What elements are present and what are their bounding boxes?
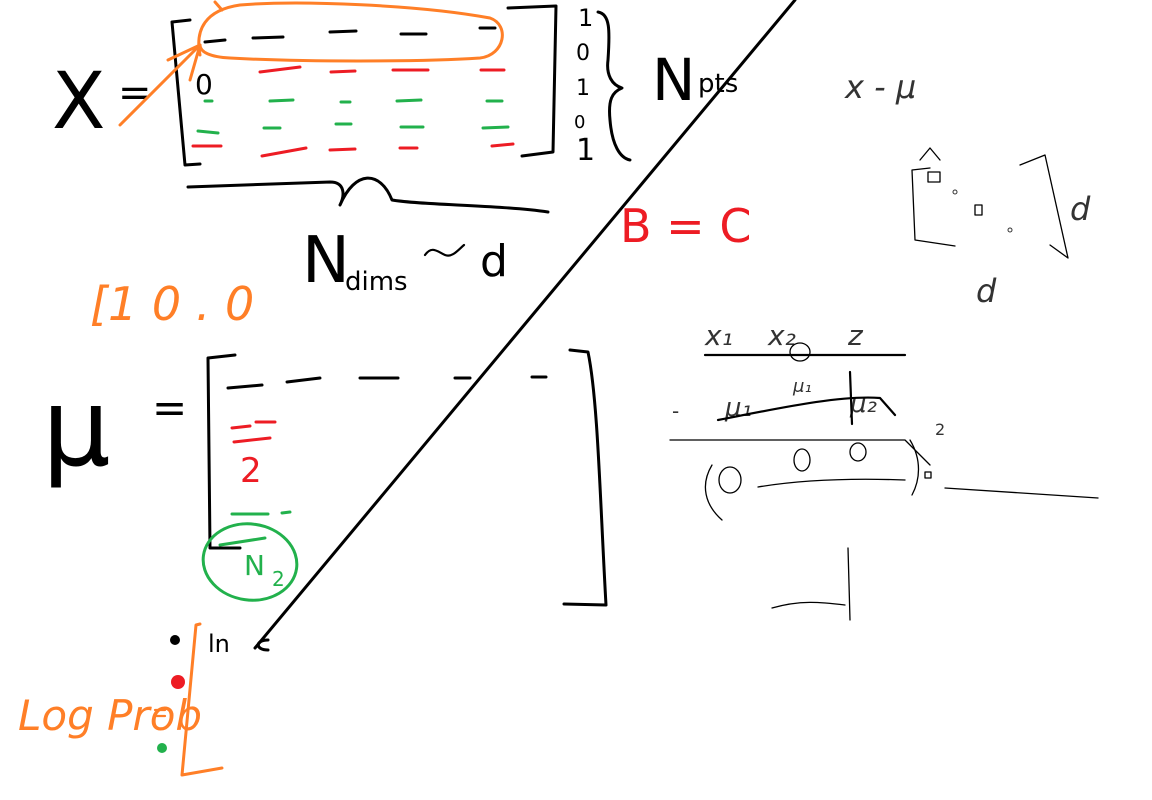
x-right-bracket bbox=[506, 4, 558, 158]
x-minus-mu: x - μ bbox=[844, 68, 916, 106]
bottom-t-vertical bbox=[847, 547, 851, 621]
log-prob-group: Log Prob ln bbox=[18, 622, 270, 777]
mu-divider bbox=[848, 370, 854, 426]
x-zero-cell: 0 bbox=[195, 68, 213, 101]
log-prob-dot-red bbox=[171, 675, 185, 689]
x-row-3 bbox=[203, 98, 504, 104]
table-notes: x₁ x₂ z μ₁ - μ₁ μ₂ 2 bbox=[669, 319, 1099, 621]
row-label-3: 1 bbox=[576, 76, 590, 101]
b-equals-c: B = C bbox=[620, 199, 751, 253]
orange-vector-note: [1 0 . 0 bbox=[90, 277, 254, 331]
row-label-4: 0 bbox=[574, 112, 585, 133]
log-prob-dot-green bbox=[157, 743, 167, 753]
table-mid-rule bbox=[669, 439, 931, 466]
sigma-hat bbox=[919, 147, 941, 161]
result-line bbox=[944, 487, 1099, 499]
x-highlight-arrow bbox=[118, 43, 202, 127]
x-left-bracket bbox=[170, 18, 202, 167]
diff-circle-2 bbox=[793, 448, 811, 472]
mu2-label: μ₂ bbox=[849, 389, 877, 419]
x-matrix-group: X = 0 bbox=[52, 0, 738, 298]
x2-circle bbox=[789, 342, 811, 362]
x-matrix-symbol: X bbox=[52, 57, 105, 147]
diff-paren-left bbox=[704, 464, 723, 521]
diff-circle-1 bbox=[718, 466, 742, 494]
x-row-2 bbox=[258, 65, 506, 74]
mu-symbol: μ bbox=[42, 366, 111, 491]
x-row1-highlight bbox=[197, 1, 504, 63]
log-prob-label: Log Prob bbox=[18, 691, 202, 740]
power-two: 2 bbox=[935, 420, 945, 439]
mu-green-sub: 2 bbox=[272, 567, 285, 591]
mu-underline bbox=[716, 396, 897, 422]
row-label-2: 0 bbox=[576, 41, 590, 66]
sigma-cell-1 bbox=[927, 171, 941, 183]
mu1-small: μ₁ bbox=[792, 376, 812, 397]
bottom-t-horizontal bbox=[771, 601, 846, 609]
ln-label: ln bbox=[208, 630, 230, 658]
sigma-dim-right: d bbox=[1070, 190, 1091, 228]
sigma-dot-2 bbox=[1007, 227, 1013, 233]
x-rows-brace bbox=[596, 10, 632, 162]
mu-green-circle bbox=[201, 522, 299, 602]
sigma-cell-2 bbox=[974, 204, 983, 216]
log-prob-dot-black bbox=[170, 635, 180, 645]
diagonal-divider bbox=[253, 0, 797, 650]
covariance-notes: x - μ d d bbox=[844, 68, 1091, 310]
mu-green-stroke bbox=[218, 536, 267, 547]
x1-label: x₁ bbox=[704, 319, 733, 352]
x-row-1 bbox=[203, 26, 497, 44]
mu-row-2-red: 2 bbox=[230, 420, 277, 491]
sigma-right-bracket bbox=[1019, 154, 1069, 259]
sigma-dim-bottom: d bbox=[976, 272, 997, 310]
n-dims-subscript: dims bbox=[345, 267, 408, 297]
diff-underline bbox=[757, 478, 906, 488]
mu-right-bracket bbox=[562, 348, 608, 607]
x-highlight-tick bbox=[213, 0, 224, 12]
approx-tilde bbox=[423, 243, 466, 257]
mu-vector-group: μ = 2 N 2 bbox=[42, 348, 608, 607]
x-cols-brace bbox=[186, 176, 550, 214]
mu-equals-sign: = bbox=[152, 383, 187, 432]
sigma-left-bracket bbox=[911, 167, 956, 247]
sigma-dot-1 bbox=[952, 189, 958, 195]
diff-circle-3 bbox=[849, 442, 867, 462]
ln-paren bbox=[256, 638, 270, 652]
z-label: z bbox=[847, 319, 864, 352]
log-prob-dot-orange bbox=[153, 708, 167, 718]
x-row-5 bbox=[191, 142, 515, 158]
mu-green-n: N bbox=[244, 549, 265, 582]
minus-sign: - bbox=[672, 399, 679, 423]
mu-row-green bbox=[230, 510, 292, 516]
diff-paren-right bbox=[909, 439, 920, 496]
mu-red-two: 2 bbox=[240, 451, 262, 491]
mu-left-bracket bbox=[206, 353, 242, 550]
row-label-1: 1 bbox=[578, 4, 593, 32]
mu-row-1 bbox=[226, 375, 548, 390]
row-label-5: 1 bbox=[576, 133, 595, 168]
log-prob-bracket bbox=[180, 622, 224, 777]
n-pts-label: N bbox=[652, 46, 695, 114]
diff-box bbox=[924, 471, 932, 479]
x-row-labels: 1 0 1 0 1 bbox=[574, 4, 595, 168]
n-dims-label: N bbox=[302, 224, 350, 298]
x2-label: x₂ bbox=[767, 319, 796, 352]
n-dims-d: d bbox=[480, 236, 508, 287]
x-row-4 bbox=[196, 122, 510, 135]
